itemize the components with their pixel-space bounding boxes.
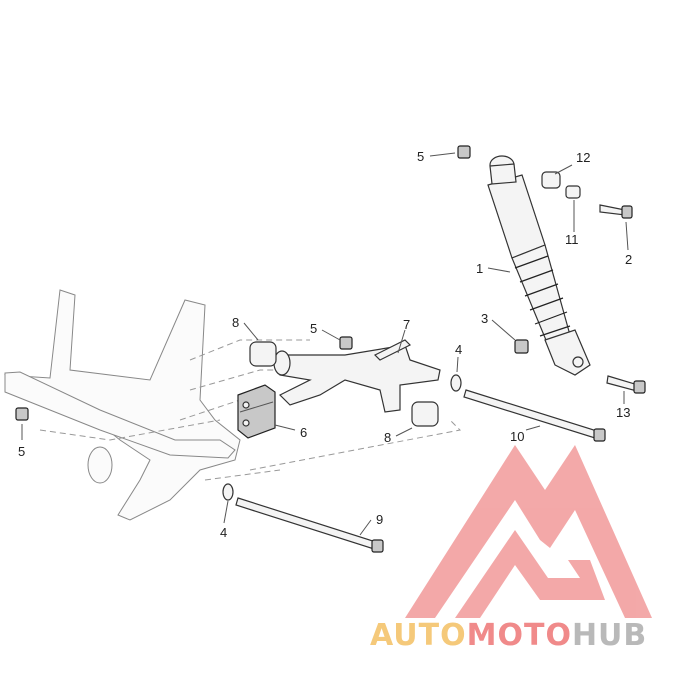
bushing-part-11 [565,185,581,199]
callout-4-right: 4 [455,342,462,357]
swing-arm-part-7 [273,339,441,413]
watermark-text: AUTOMOTOHUB [370,618,700,653]
rubber-block-part-6 [237,384,276,439]
callout-13: 13 [616,405,630,420]
callout-labels: 1 2 3 4 4 5 5 5 6 7 8 8 9 10 11 12 13 [18,149,632,540]
nut-part-3 [514,339,529,354]
callout-10: 10 [510,429,524,444]
bolt-part-2 [599,204,633,219]
bush-part-8-upper [249,341,277,367]
watermark-text-moto: MOTO [466,618,572,653]
callout-8-upper: 8 [232,315,239,330]
watermark-text-hub: HUB [571,618,648,653]
long-bolt-part-9 [235,497,384,553]
leader-lines [21,152,629,536]
callout-1: 1 [476,261,483,276]
callout-9: 9 [376,512,383,527]
frame-structure [4,289,241,521]
callout-8-lower: 8 [384,430,391,445]
washer-part-4-right [450,374,462,392]
washer-part-4-lower [222,483,234,501]
callout-6: 6 [300,425,307,440]
watermark-text-auto: AUTO [370,618,467,653]
long-bolt-part-10 [463,389,606,442]
callout-5-top: 5 [417,149,424,164]
callout-7: 7 [403,317,410,332]
shock-absorber-part [487,155,591,376]
watermark-logo-mark [405,445,652,618]
callout-5-left: 5 [18,444,25,459]
nut-part-5-left [15,407,29,421]
callout-3: 3 [481,311,488,326]
callout-11: 11 [565,232,579,247]
callout-5-mid: 5 [310,321,317,336]
nut-part-5-mid [339,336,353,350]
callout-2: 2 [625,252,632,267]
callout-4-lower: 4 [220,525,227,540]
callout-12: 12 [576,150,590,165]
assembly-guides [39,339,462,481]
bushing-part-12 [541,171,561,189]
bush-part-8-lower [411,401,439,427]
bolt-part-13 [606,375,646,394]
nut-part-5-top [457,145,471,159]
